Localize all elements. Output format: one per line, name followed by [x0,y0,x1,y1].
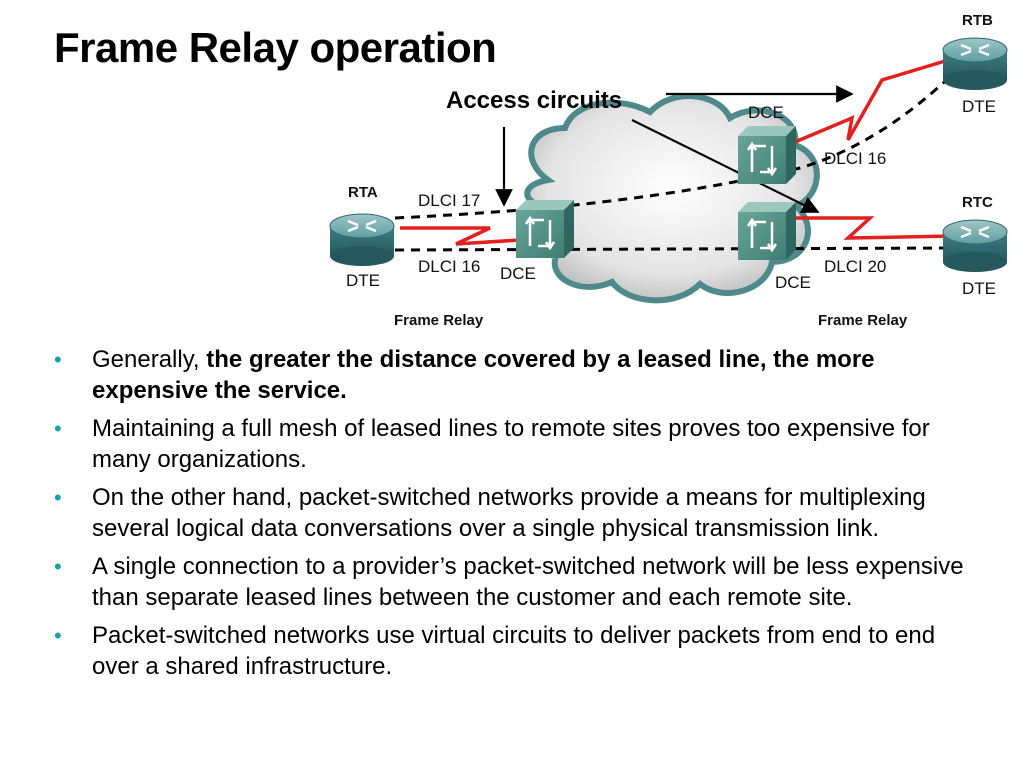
bullet-icon: • [54,554,62,579]
bullet-item: • On the other hand, packet-switched netw… [54,482,974,544]
bullet-text: Maintaining a full mesh of leased lines … [92,415,930,473]
rtb-name: RTB [962,12,993,29]
bullet-item: • Maintaining a full mesh of leased lines… [54,413,974,475]
bullet-icon: • [54,416,62,441]
rtb-role: DTE [962,97,996,116]
switch-top-right [738,126,796,184]
router-arrows-icon [347,219,377,233]
access-circuit-rta [400,226,521,246]
bullet-text: Generally, [92,346,207,373]
bullet-icon: • [54,623,62,648]
access-circuits-label: Access circuits [446,87,622,114]
switch-top-right-label: DCE [748,103,784,122]
bullet-text: Packet-switched networks use virtual cir… [92,622,936,680]
dlci-rtc: DLCI 20 [824,257,886,276]
switch-bottom-right-label: DCE [775,273,811,292]
frame-relay-label-left: Frame Relay [394,312,484,329]
router-rtc [942,219,1008,272]
frame-relay-diagram: Access circuits RTA DTE RTB DTE RTC DTE … [329,12,1008,329]
rta-role: DTE [346,271,380,290]
router-rtb [942,37,1008,90]
bullet-text: A single connection to a provider’s pack… [92,553,964,611]
router-rta [329,213,395,266]
switch-arrows-icon [746,141,778,177]
switch-arrows-icon [746,217,778,253]
router-arrows-icon [960,225,990,239]
dlci-rtb: DLCI 16 [824,149,886,168]
dlci-rta-bottom: DLCI 16 [418,257,480,276]
rta-name: RTA [348,184,378,201]
switch-left [516,200,574,258]
access-circuit-arrows [495,85,854,213]
dlci-rta-top: DLCI 17 [418,191,480,210]
switch-left-label: DCE [500,264,536,283]
switch-bottom-right [738,202,796,260]
bullet-item: • Packet-switched networks use virtual ci… [54,620,974,682]
vc-rta-rtb [394,70,957,220]
bullet-icon: • [54,347,62,372]
bullet-text: On the other hand, packet-switched netwo… [92,484,926,542]
router-arrows-icon [960,43,990,57]
virtual-circuits [394,70,957,252]
frame-relay-label-right: Frame Relay [818,312,908,329]
vc-rta-rtc [394,246,956,252]
rtc-role: DTE [962,279,996,298]
page-title: Frame Relay operation [54,24,497,71]
bullet-icon: • [54,485,62,510]
bullet-list: • Generally, the greater the distance cov… [54,344,974,689]
access-circuit-rtc [795,216,956,240]
rtc-name: RTC [962,194,993,211]
access-circuit-lines [400,56,956,246]
access-circuit-rtb [794,56,956,144]
bullet-item: • Generally, the greater the distance cov… [54,344,974,406]
bullet-text-bold: the greater the distance covered by a le… [92,346,875,404]
bullet-item: • A single connection to a provider’s pac… [54,551,974,613]
switch-arrows-icon [524,215,556,251]
